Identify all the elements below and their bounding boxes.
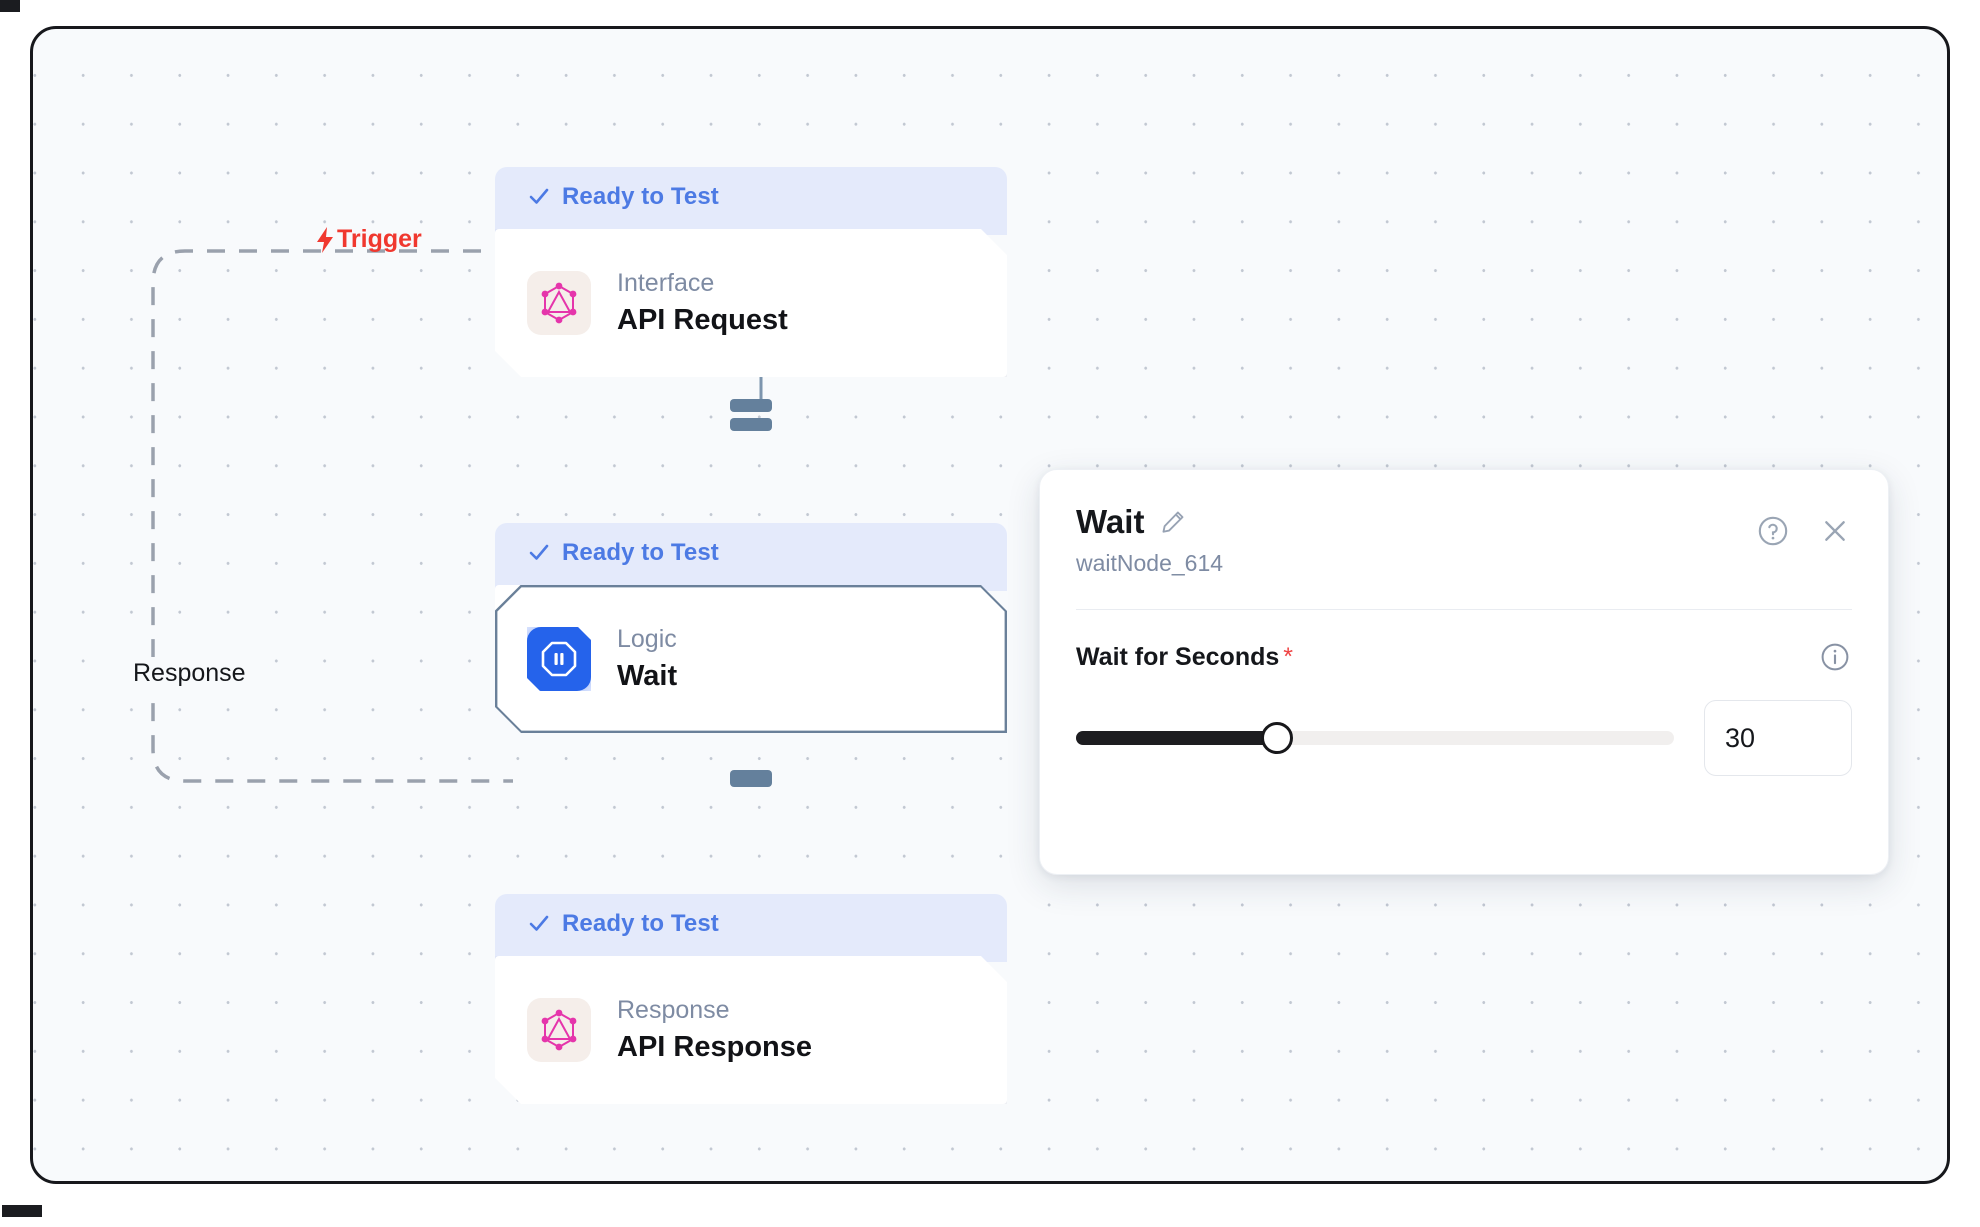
field-label-wrap: Wait for Seconds*: [1076, 643, 1293, 672]
node-title-label: API Response: [617, 1030, 812, 1063]
node-status-badge: Ready to Test: [495, 523, 1007, 591]
node-kind-label: Interface: [617, 269, 715, 298]
pause-octagon-icon: [527, 627, 591, 691]
check-icon: [527, 911, 551, 935]
node-text: Response API Response: [617, 995, 812, 1064]
panel-header: Wait waitNode_614: [1076, 503, 1852, 577]
slider-fill: [1076, 731, 1277, 746]
help-circle-icon[interactable]: [1756, 514, 1790, 548]
workflow-canvas[interactable]: Trigger Response Ready to Test: [30, 26, 1950, 1184]
node-status-badge: Ready to Test: [495, 167, 1007, 235]
wait-seconds-input[interactable]: 30: [1704, 700, 1852, 777]
node-body[interactable]: Response API Response: [495, 956, 1007, 1104]
trigger-label: Trigger: [315, 225, 422, 254]
node-status-text: Ready to Test: [562, 539, 719, 566]
panel-title: Wait: [1076, 503, 1145, 540]
node-wait[interactable]: Ready to Test Logic Wait: [495, 399, 1007, 787]
close-icon[interactable]: [1818, 514, 1852, 548]
node-kind-label: Logic: [617, 625, 677, 654]
node-status-text: Ready to Test: [562, 183, 719, 210]
scrollbar-artifact-bottom: [2, 1205, 42, 1217]
node-handle-bottom[interactable]: [730, 418, 772, 431]
connector-trigger-response: [151, 249, 513, 783]
check-icon: [527, 540, 551, 564]
node-status-badge: Ready to Test: [495, 894, 1007, 962]
node-kind-label: Response: [617, 996, 730, 1025]
info-circle-icon[interactable]: [1818, 640, 1852, 674]
node-body[interactable]: Logic Wait: [495, 585, 1007, 733]
lightning-bolt-icon: [315, 226, 335, 253]
required-marker: *: [1283, 642, 1293, 671]
response-label-text: Response: [133, 659, 246, 687]
graphql-icon: [527, 998, 591, 1062]
node-api-response[interactable]: Ready to Test: [495, 770, 1007, 1104]
slider-thumb[interactable]: [1260, 722, 1293, 755]
panel-divider: [1076, 609, 1852, 611]
check-icon: [527, 184, 551, 208]
trigger-label-text: Trigger: [337, 225, 422, 253]
panel-node-id: waitNode_614: [1076, 550, 1224, 577]
panel-header-left: Wait waitNode_614: [1076, 503, 1224, 577]
node-api-request[interactable]: Ready to Test: [495, 167, 1007, 431]
node-handle-top[interactable]: [730, 399, 772, 412]
node-handle-top[interactable]: [730, 770, 772, 783]
response-label: Response: [125, 657, 254, 690]
node-body[interactable]: Interface API Request: [495, 229, 1007, 377]
panel-title-row: Wait: [1076, 503, 1223, 540]
node-title-label: Wait: [617, 659, 678, 692]
scrollbar-artifact-top: [0, 0, 20, 12]
wait-seconds-slider[interactable]: [1076, 720, 1674, 756]
field-label: Wait for Seconds: [1076, 642, 1280, 671]
panel-actions: [1756, 504, 1852, 548]
graphql-icon: [527, 271, 591, 335]
node-status-text: Ready to Test: [562, 910, 719, 937]
field-header: Wait for Seconds*: [1076, 640, 1852, 674]
node-properties-panel[interactable]: Wait waitNode_614: [1039, 469, 1889, 875]
node-text: Logic Wait: [617, 624, 677, 693]
pencil-icon[interactable]: [1156, 505, 1190, 539]
node-text: Interface API Request: [617, 268, 788, 337]
node-title-label: API Request: [617, 303, 788, 336]
field-control: 30: [1076, 700, 1852, 777]
